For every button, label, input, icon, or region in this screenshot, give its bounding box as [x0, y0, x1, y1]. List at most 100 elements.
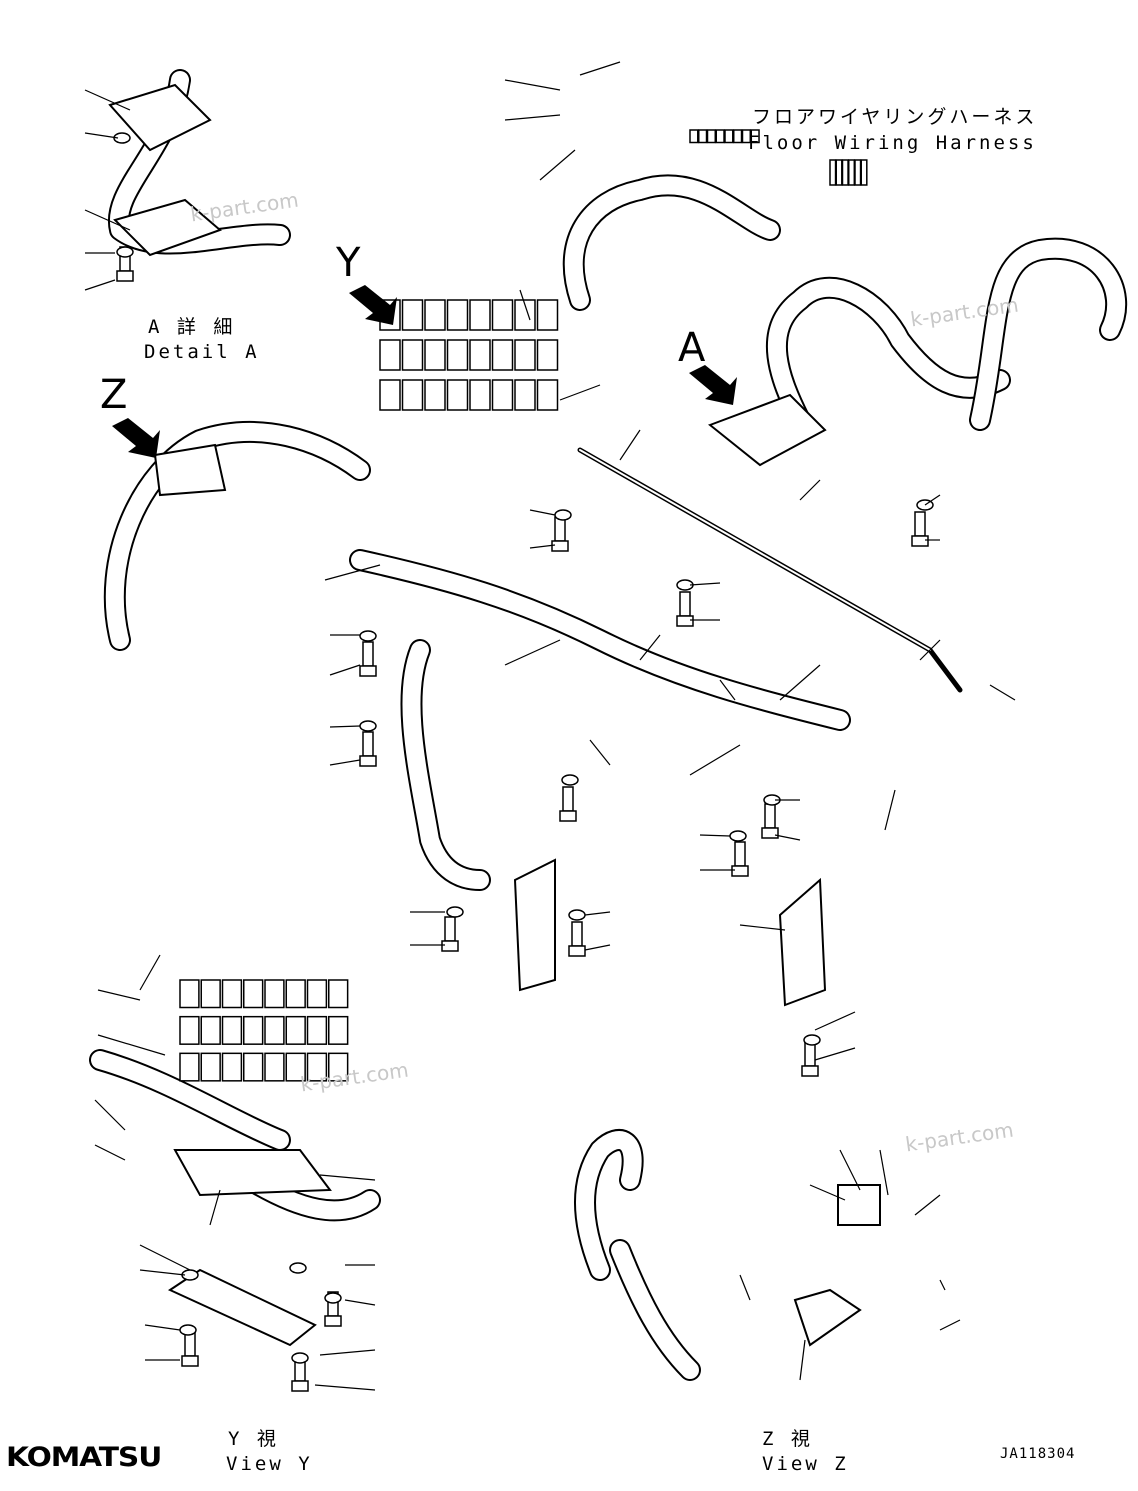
leader-line [139, 1244, 191, 1271]
leader-line [689, 582, 721, 586]
leader-line [319, 1174, 376, 1181]
leader-line [84, 209, 131, 231]
harness-tube [402, 641, 489, 889]
relay-block-view-y [328, 1052, 349, 1082]
relay-block [514, 379, 536, 411]
harness-tube [105, 422, 369, 649]
leader-line [504, 114, 561, 121]
connector-block [689, 129, 699, 144]
bolt-head [559, 810, 577, 822]
bolt-head [441, 940, 459, 952]
bolt-head [291, 1380, 309, 1392]
connector-block [733, 129, 743, 144]
harness-wire-inner [579, 449, 931, 651]
washer [116, 246, 134, 258]
leader-line [884, 789, 896, 831]
relay-block [446, 339, 469, 371]
connector-block [741, 129, 752, 144]
relay-block [379, 379, 401, 411]
connector-block [854, 159, 862, 186]
leader-line [529, 544, 556, 549]
relay-block-view-y [306, 1052, 328, 1082]
detail-a-jp: A 詳 細 [148, 316, 236, 338]
bolt-shank [571, 921, 583, 947]
view-arrows [112, 285, 737, 458]
bolt-head [801, 1065, 819, 1077]
leader-line [319, 1349, 376, 1356]
leader-line [519, 289, 531, 321]
bolt-shank [362, 731, 374, 757]
bolt-shank [562, 786, 574, 812]
relay-block-view-y [264, 979, 285, 1009]
view-marker-z: Z [100, 372, 128, 418]
relay-block-view-y [285, 1015, 306, 1045]
relay-block [514, 339, 536, 371]
bolt-head [359, 755, 377, 767]
relay-block [424, 379, 446, 411]
view-arrow-y [349, 285, 397, 325]
relay-block-view-y [264, 1052, 285, 1082]
connector-block [848, 159, 856, 186]
leader-line [579, 61, 621, 76]
bolt-shank [914, 511, 926, 537]
relay-block [536, 339, 559, 371]
relay-block [469, 299, 491, 331]
leader-line [589, 739, 611, 766]
leader-line [94, 1099, 126, 1131]
relay-block [424, 339, 446, 371]
washer [324, 1292, 342, 1304]
washer [289, 1262, 307, 1274]
bolt-shank [444, 916, 456, 942]
view-marker-y: Y [336, 240, 361, 286]
relay-block-view-y [221, 1015, 243, 1045]
leader-line [329, 664, 361, 676]
bolt-head [359, 665, 377, 677]
leader-line [97, 1034, 166, 1056]
relay-block-view-y [200, 979, 221, 1009]
leader-line [939, 1279, 946, 1291]
leader-line [97, 989, 141, 1001]
leader-line [619, 429, 641, 461]
leader-line [94, 1144, 126, 1161]
leader-line [314, 1384, 376, 1391]
bolt-shank [679, 591, 691, 617]
leader-line [539, 149, 576, 181]
wiring-harness [89, 69, 1128, 1381]
harness-tube [564, 176, 779, 309]
relay-block [514, 299, 536, 331]
relay-block [536, 299, 559, 331]
relay-block [401, 299, 424, 331]
bolt-head [551, 540, 569, 552]
leader-line [504, 639, 561, 666]
washer [446, 906, 464, 918]
leader-line [504, 79, 561, 91]
bolt-head [731, 865, 749, 877]
relay-block-view-y [328, 979, 349, 1009]
leader-line [839, 1149, 861, 1191]
leader-line [799, 479, 821, 501]
harness-tube [91, 1051, 289, 1149]
relay-block [491, 299, 514, 331]
leader-line [584, 911, 611, 916]
leader-line [559, 384, 601, 401]
leader-line [84, 89, 131, 111]
leader-line [84, 132, 119, 139]
harness-label-en: Floor Wiring Harness [748, 132, 1037, 154]
view-arrow-a [689, 365, 737, 405]
view-marker-a: A [678, 325, 706, 371]
bolt-shank [764, 803, 776, 829]
washer [554, 509, 572, 521]
relay-block-view-y [243, 979, 264, 1009]
leader-line [529, 509, 556, 516]
view-z-en: View Z [762, 1453, 849, 1475]
harness-tube [971, 239, 1126, 429]
relay-block-view-y [200, 1015, 221, 1045]
washer [803, 1034, 821, 1046]
relay-block [491, 339, 514, 371]
relay-block-view-y [306, 1015, 328, 1045]
connector-block [724, 129, 734, 144]
leader-line [84, 279, 116, 291]
leader-line [919, 639, 941, 661]
